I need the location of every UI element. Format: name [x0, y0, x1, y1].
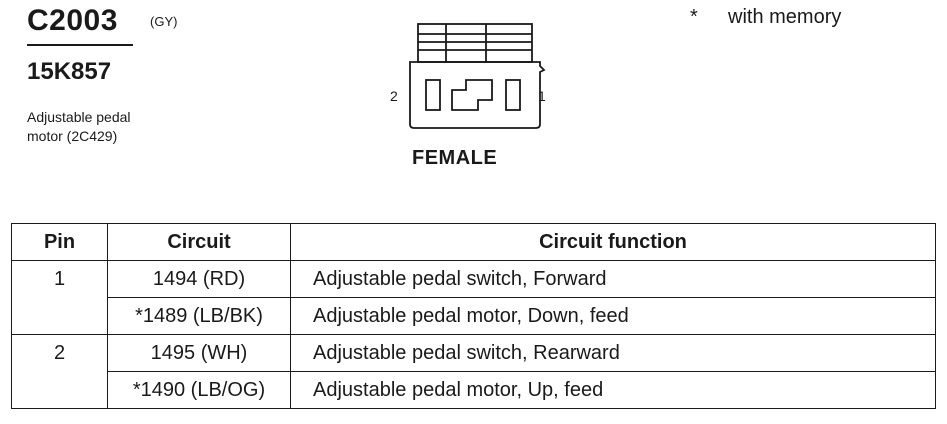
pin-cell: 2: [11, 334, 108, 409]
connector-latch: [417, 23, 533, 63]
table-row: 2 1495 (WH) Adjustable pedal switch, Rea…: [11, 334, 936, 409]
part-number: 15K857: [27, 58, 112, 85]
connector-color-code: (GY): [150, 14, 178, 29]
footnote-text: with memory: [728, 6, 842, 28]
circuit-cell: 1494 (RD): [107, 260, 291, 298]
pin-2-label: 2: [390, 88, 398, 104]
table-header-row: Pin Circuit Circuit function: [11, 223, 936, 261]
memory-footnote: * with memory: [690, 6, 841, 29]
function-cell: Adjustable pedal motor, Up, feed: [290, 371, 936, 409]
connector-face-diagram: [409, 23, 546, 129]
description-line-2: motor (2C429): [27, 128, 118, 144]
circuit-cell: *1490 (LB/OG): [107, 371, 291, 409]
footnote-asterisk: *: [690, 6, 698, 28]
header-circuit-function: Circuit function: [290, 223, 936, 261]
function-cell: Adjustable pedal switch, Forward: [290, 260, 936, 298]
pin-2-cavity: [425, 79, 441, 111]
view-label: FEMALE: [412, 147, 498, 169]
description-line-1: Adjustable pedal: [27, 109, 131, 125]
header-pin: Pin: [11, 223, 108, 261]
table-row: 1 1494 (RD) Adjustable pedal switch, For…: [11, 260, 936, 335]
table-row: *1489 (LB/BK) Adjustable pedal motor, Do…: [12, 297, 936, 335]
table-row: *1490 (LB/OG) Adjustable pedal motor, Up…: [12, 371, 936, 409]
connector-id: C2003: [27, 4, 118, 37]
pinout-table: Pin Circuit Circuit function 1 1494 (RD)…: [11, 223, 936, 409]
function-cell: Adjustable pedal motor, Down, feed: [290, 297, 936, 335]
pin-cell: 1: [11, 260, 108, 335]
function-cell: Adjustable pedal switch, Rearward: [290, 334, 936, 372]
title-underline: [27, 44, 133, 46]
pin-1-cavity: [505, 79, 521, 111]
connector-body: [409, 61, 546, 129]
pin-1-label: 1: [538, 88, 546, 104]
header-circuit: Circuit: [107, 223, 291, 261]
circuit-cell: *1489 (LB/BK): [107, 297, 291, 335]
circuit-cell: 1495 (WH): [107, 334, 291, 372]
keying-cavity: [451, 79, 493, 111]
connector-description: Adjustable pedal motor (2C429): [27, 108, 187, 146]
